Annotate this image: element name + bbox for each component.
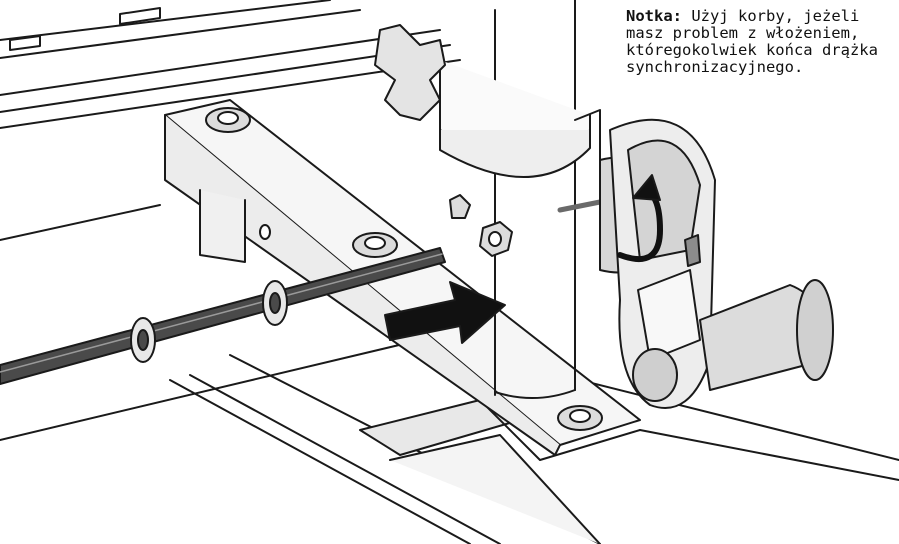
- clamp-nut: [479, 221, 513, 257]
- vertical-post: [439, 0, 601, 399]
- note-text: Użyj korby, jeżeli masz problem z włożen…: [626, 7, 878, 76]
- washer-1: [130, 317, 156, 363]
- star-knob: [374, 24, 446, 121]
- insertion-arrow: [384, 281, 506, 344]
- synchronization-rod: [0, 247, 446, 385]
- bolt-1: [205, 107, 251, 133]
- upper-frame: [0, 0, 461, 129]
- rotation-arrow: [617, 174, 663, 262]
- bolt-2: [352, 232, 398, 258]
- note-box: Notka: Użyj korby, jeżeli masz problem z…: [620, 4, 899, 80]
- bolt-3: [557, 405, 603, 431]
- crank-handle: [557, 118, 834, 409]
- note-label: Notka:: [626, 7, 682, 25]
- washer-2: [262, 280, 288, 326]
